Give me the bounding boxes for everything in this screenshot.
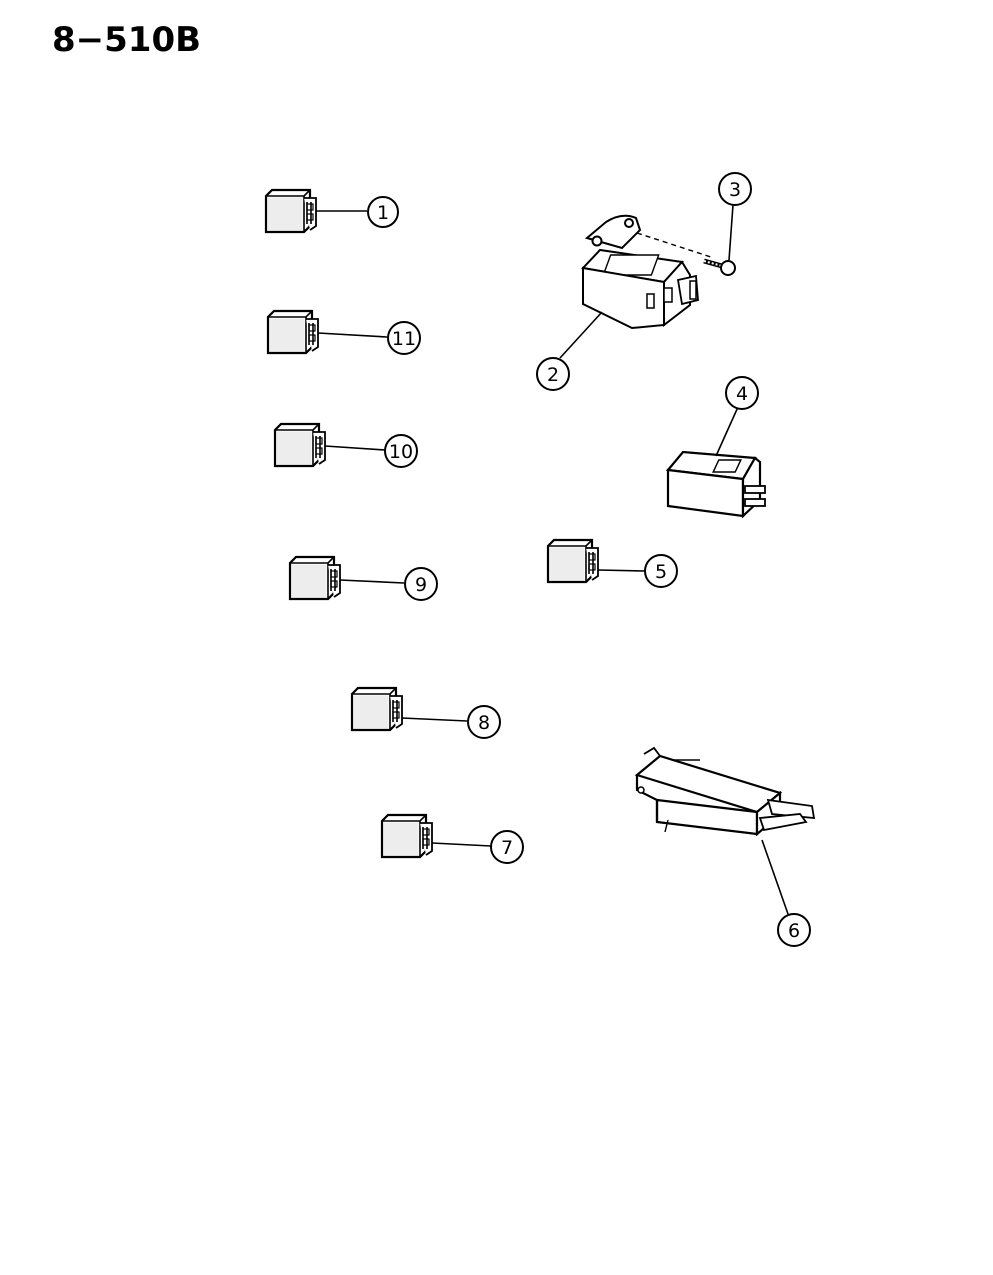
callout-4: 4: [725, 376, 759, 410]
flasher-icon: [665, 450, 766, 519]
callout-4-label: 4: [736, 383, 748, 405]
callout-7: 7: [490, 830, 524, 864]
callout-10-label: 10: [389, 441, 413, 463]
relay-11-icon: [266, 309, 320, 355]
callout-7-label: 7: [501, 837, 513, 859]
callout-8: 8: [467, 705, 501, 739]
page-title: 8−510B: [52, 20, 202, 60]
leader-4: [715, 406, 739, 457]
leader-9: [339, 579, 405, 584]
relay-8-icon: [350, 686, 404, 732]
callout-2-label: 2: [547, 364, 559, 386]
callout-8-label: 8: [478, 712, 490, 734]
callout-9: 9: [404, 567, 438, 601]
callout-1: 1: [367, 196, 399, 228]
callout-1-label: 1: [377, 202, 389, 224]
callout-2: 2: [536, 357, 570, 391]
leader-2: [559, 311, 603, 359]
relay-1-icon: [264, 188, 318, 234]
leader-5: [597, 569, 646, 572]
callout-3: 3: [718, 172, 752, 206]
callout-6: 6: [777, 913, 811, 947]
leader-8: [401, 717, 468, 722]
callout-11-label: 11: [392, 328, 416, 350]
callout-10: 10: [384, 434, 418, 468]
callout-3-label: 3: [729, 179, 741, 201]
relay-10-icon: [273, 422, 327, 468]
leader-7: [431, 842, 492, 847]
callout-6-label: 6: [788, 920, 800, 942]
callout-5: 5: [644, 554, 678, 588]
callout-5-label: 5: [655, 561, 667, 583]
relay-7-icon: [380, 813, 434, 859]
callout-11: 11: [387, 321, 421, 355]
leader-6: [761, 839, 789, 915]
relay-9-icon: [288, 555, 342, 601]
screw-icon: [703, 258, 736, 276]
bracket-relay-icon: [580, 214, 715, 330]
relay-5-icon: [546, 538, 600, 584]
callout-9-label: 9: [415, 574, 427, 596]
leader-10: [324, 445, 386, 451]
leader-3: [728, 204, 734, 261]
control-module-icon: [634, 746, 816, 837]
leader-11: [317, 332, 388, 338]
